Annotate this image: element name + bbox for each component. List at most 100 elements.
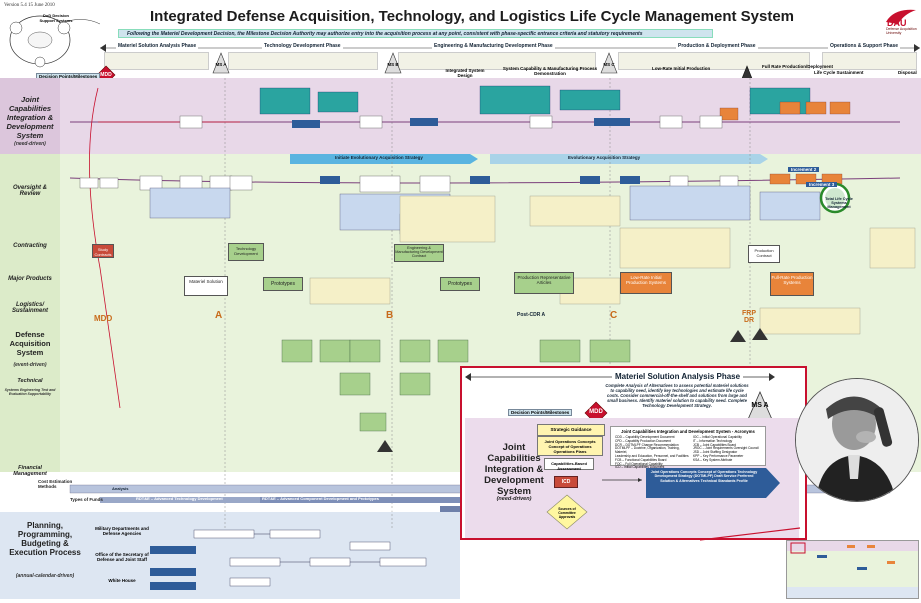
production-contract-box[interactable]: Production Contract <box>748 245 780 263</box>
technical-row-sublabel: Systems Engineering Test and Evaluation … <box>4 388 56 396</box>
overview-thumbnail-graphic <box>787 541 918 598</box>
inset-acronyms-title: Joint Capabilities Integration and Devel… <box>621 429 755 434</box>
inset-bottom-box-text: Joint Operations Concepts Concept of Ope… <box>650 470 758 483</box>
disposal-label: Disposal <box>898 70 917 75</box>
cost-methods-label: Cost Estimation Methods <box>38 479 73 489</box>
inset-sources-diamond <box>546 494 588 530</box>
portrait-photo <box>795 378 919 502</box>
ppbe-military: Military Departments and Defense Agencie… <box>95 526 149 536</box>
inset-joint-ops[interactable]: Joint Operations Concepts Concept of Ope… <box>537 436 603 456</box>
svg-text:DAU: DAU <box>887 18 907 28</box>
phase-materiel-solution: Materiel Solution Analysis Phase <box>116 43 199 52</box>
ms-a-label: MS A <box>215 62 227 67</box>
inset-pointer <box>700 527 801 541</box>
prototypes-box-2[interactable]: Prototypes <box>440 277 480 291</box>
chart-subtitle: Following the Materiel Development Decis… <box>118 29 713 38</box>
rdte-1-label: RDT&E – Advanced Technology Development <box>136 496 223 501</box>
ppbe-flow <box>150 529 427 590</box>
inset-acronyms-left: CDD – Capability Development Document CP… <box>615 435 689 470</box>
phase-technology-development: Technology Development Phase <box>262 43 343 52</box>
logo-caption: Defense Acquisition University <box>886 27 917 35</box>
inset-icd[interactable]: ICD <box>554 476 578 488</box>
milestone-b-letter: B <box>386 310 394 321</box>
inset-description: Complete Analysis of Alternatives to ass… <box>605 383 749 408</box>
frp-deploy-label: Full Rate Production/Deployment <box>762 64 834 69</box>
evolutionary-strategy-arrows <box>290 154 768 164</box>
oversight-row-label: Oversight & Review <box>12 185 47 197</box>
das-label-cell <box>0 154 60 472</box>
production-rep-box[interactable]: Production Representative Articles <box>514 272 574 294</box>
frp-systems-box[interactable]: Full-Rate Production Systems <box>770 272 814 296</box>
analysis-label: Analysis <box>112 486 129 491</box>
phase-desc-5 <box>822 52 917 70</box>
phase-operations-support: Operations & Support Phase <box>828 43 901 52</box>
jcids-row-label: Joint Capabilities Integration & Develop… <box>6 95 54 140</box>
contracting-row-label: Contracting <box>13 243 47 249</box>
inset-mdd-label: MDD <box>589 409 603 415</box>
overview-thumbnail[interactable] <box>786 540 919 599</box>
increment-3-label: Increment 3 <box>806 182 838 187</box>
das-row-sublabel: (event-driven) <box>13 362 47 368</box>
ppbe-osd: Office of the Secretary of Defense and J… <box>95 552 149 562</box>
mdd-large-label: MDD <box>94 314 113 323</box>
financial-row-label: Financial Management <box>13 465 47 477</box>
increment-2-label: Increment 2 <box>788 167 820 172</box>
jcids-label-cell <box>0 78 60 154</box>
lrip-label: Low-Rate Initial Production <box>652 66 711 71</box>
inset-arrow-flow <box>602 468 780 498</box>
inset-sources-label: Sources of Committee Approvals <box>558 507 576 519</box>
life-cycle-label: Life Cycle Sustainment <box>814 70 864 75</box>
decision-support-diagram <box>9 15 101 68</box>
dau-logo: DAU <box>886 9 916 28</box>
ms-a-marker[interactable] <box>212 52 230 74</box>
total-lcs-label: Total Life Cycle Systems Management <box>825 197 853 209</box>
rdte-2-label: RDT&E – Advanced Component Development a… <box>262 496 379 501</box>
phase-desc-4 <box>618 52 810 70</box>
frp-dr-letter: FRP DR <box>742 310 756 324</box>
study-contracts-box[interactable]: Study Contracts <box>92 244 114 258</box>
ms-c-marker[interactable] <box>600 52 618 74</box>
inset-cba[interactable]: Capabilities-Based Assessment <box>544 458 594 471</box>
person-silhouette-icon <box>796 379 918 501</box>
ppbe-white-house: White House <box>108 578 136 583</box>
lrip-systems-box[interactable]: Low-Rate Initial Production Systems <box>620 272 672 294</box>
materiel-solution-box[interactable]: Materiel Solution <box>184 276 228 296</box>
evolutionary-strategy-label: Evolutionary Acquisition Strategy <box>568 155 641 160</box>
phase-emd: Engineering & Manufacturing Development … <box>432 43 555 52</box>
inset-decision-points: Decision Points/Milestones <box>508 409 573 416</box>
chart-title: Integrated Defense Acquisition, Technolo… <box>150 8 795 25</box>
ppbe-row-sublabel: (annual-calendar-driven) <box>15 573 75 579</box>
ms-c-label: MS C <box>603 62 615 67</box>
inset-jcids-title: Joint Capabilities Integration & Develop… <box>484 442 544 497</box>
mdd-label: MDD <box>100 72 112 78</box>
inset-acronyms-box: Joint Capabilities Integration and Devel… <box>610 426 766 469</box>
inset-phase-title: Materiel Solution Analysis Phase <box>612 372 744 381</box>
post-cdr-label: Post-CDR A <box>517 312 546 318</box>
rdte-3-label: RDT&E – Management & Support <box>370 507 434 512</box>
tech-dev-contract-box[interactable]: Technology Development <box>228 243 264 261</box>
ms-b-label: MS B <box>387 62 399 67</box>
prototypes-box-1[interactable]: Prototypes <box>263 277 303 291</box>
inset-acronyms-right: IOC – Initial Operational Capability IT … <box>693 435 759 462</box>
jcids-row-sublabel: (need-driven) <box>14 141 46 147</box>
milestone-a-letter: A <box>215 310 223 321</box>
inset-strategic-guidance[interactable]: Strategic Guidance <box>537 424 605 436</box>
ms-b-marker[interactable] <box>384 52 402 74</box>
milestone-c-letter: C <box>610 310 618 321</box>
phase-desc-2 <box>228 52 378 70</box>
das-row-label: Defense Acquisition System <box>9 330 51 357</box>
inset-ms-a-label: MS A <box>751 402 769 409</box>
phase-desc-1 <box>104 52 209 70</box>
decision-support-label: DoD Decision Support Systems <box>39 13 73 23</box>
inset-jcids-sub: (need-driven) <box>496 496 532 502</box>
version-label: Version 5.4 15 June 2010 <box>4 3 55 8</box>
emd-contract-box[interactable]: Engineering & Manufacturing Development … <box>394 244 444 262</box>
technical-row-label: Technical <box>17 378 43 384</box>
integrated-design-label: Integrated System Design <box>445 68 485 78</box>
initiate-strategy-label: Initiate Evolutionary Acquisition Strate… <box>335 155 423 160</box>
ppbe-row-label: Planning, Programming, Budgeting & Execu… <box>9 521 81 557</box>
system-capability-label: System Capability & Manufacturing Proces… <box>502 66 598 76</box>
zoom-inset: Materiel Solution Analysis Phase Complet… <box>460 366 807 540</box>
phase-production-deployment: Production & Deployment Phase <box>676 43 758 52</box>
funds-label: Types of Funds <box>70 497 103 502</box>
